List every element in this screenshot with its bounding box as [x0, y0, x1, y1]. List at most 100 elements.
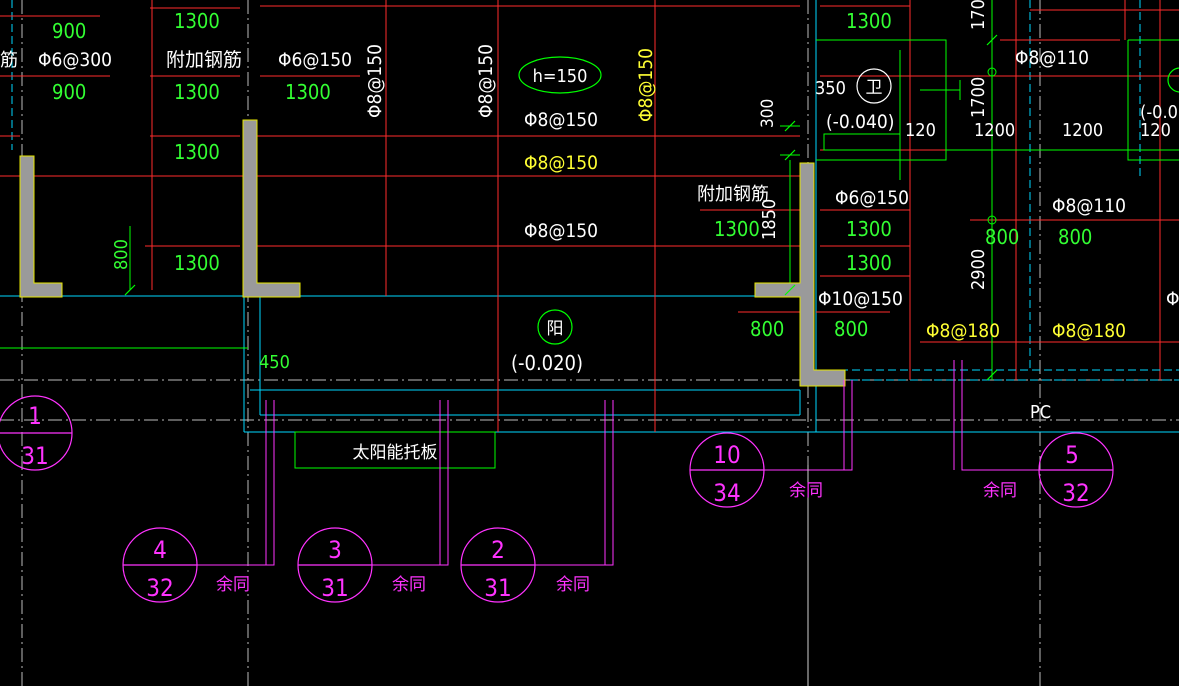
detail-mark-6[interactable]: 5 32: [1038, 432, 1114, 508]
labels: 900 筋 Φ6@300 900 1300 附加钢筋 1300 1300 130…: [0, 0, 1179, 595]
yutong-text: 余同: [789, 481, 823, 501]
dim-tick: [986, 369, 998, 381]
leader-line: [372, 400, 449, 566]
dim-tick: [784, 284, 796, 296]
leader-line: [196, 400, 275, 566]
detail-bottom: 32: [1062, 479, 1089, 507]
rebar-text: Φ8@150: [524, 152, 598, 174]
yutong-text: 余同: [216, 575, 250, 595]
room-symbol-text: 阳: [547, 319, 564, 339]
detail-mark-4[interactable]: 2 31: [460, 527, 536, 603]
dim-text: 1850: [759, 199, 780, 240]
wall-middle: [242, 119, 301, 298]
slab-thickness: h=150: [533, 66, 588, 87]
rebar-text-vertical: Φ8@150: [364, 44, 386, 118]
dim-text: 1300: [174, 140, 220, 164]
rebar-text: Φ8@180: [1052, 320, 1126, 342]
dim-text: 1700: [968, 77, 989, 118]
detail-mark-2[interactable]: 4 32: [122, 527, 198, 603]
pc-label: PC: [1030, 402, 1051, 423]
detail-bottom: 31: [321, 574, 348, 602]
elevation-text: (-0.040): [826, 111, 894, 133]
green-dim-lines: [0, 0, 1179, 469]
detail-bottom: 32: [146, 574, 173, 602]
h150-oval: [518, 56, 602, 94]
dim-tick: [784, 120, 796, 132]
detail-top: 10: [713, 441, 740, 469]
node-markers: [987, 67, 997, 225]
room-symbols: [518, 56, 1179, 345]
dim-text: 1300: [846, 251, 892, 275]
wc-room-outline-2: [1127, 39, 1179, 161]
rebar-text: Φ8@110: [1015, 47, 1089, 69]
rebar-text-vertical: Φ8@150: [635, 48, 657, 122]
dim-text: 800: [985, 225, 1019, 249]
dim-text: 1300: [285, 80, 331, 104]
detail-bottom: 31: [21, 442, 48, 470]
yutong-text: 余同: [983, 481, 1017, 501]
dim-text: 2900: [968, 249, 989, 290]
dim-tick: [784, 149, 796, 161]
detail-mark-3[interactable]: 3 31: [297, 527, 373, 603]
dim-text: 1300: [174, 9, 220, 33]
dim-text: 1300: [174, 251, 220, 275]
dim-text: 800: [1058, 225, 1092, 249]
leader-line: [764, 380, 853, 471]
dim-text: 1300: [846, 217, 892, 241]
dim-text: 1200: [1062, 120, 1103, 141]
dim-text: 1300: [174, 80, 220, 104]
dim-text: 800: [111, 239, 132, 270]
dim-text: 1300: [846, 9, 892, 33]
solar-board-text: 太阳能托板: [353, 443, 438, 463]
yutong-text: 余同: [556, 575, 590, 595]
dim-text: 450: [259, 352, 290, 373]
partial-elevation: (-0.0: [1140, 102, 1178, 123]
elevation-text: (-0.020): [511, 351, 583, 375]
dim-text: 1200: [974, 120, 1015, 141]
fujia-text: 附加钢筋: [166, 49, 242, 71]
dim-text: 900: [52, 80, 86, 104]
dim-text: 120: [1140, 120, 1171, 141]
dim-text: 1700: [968, 0, 989, 30]
node-marker: [987, 215, 997, 225]
walls: [19, 119, 846, 387]
solar-board-box: [294, 431, 496, 469]
rebar-text: Φ8@150: [524, 220, 598, 242]
leader-lines: [196, 360, 1040, 686]
room-symbol-text: 卫: [866, 78, 883, 98]
leader-line: [961, 360, 1040, 471]
rebar-text: Φ8@110: [1052, 195, 1126, 217]
wc-room-outline: [816, 39, 947, 161]
dim-ticks: [124, 34, 998, 381]
dim-text: 120: [905, 120, 936, 141]
wc-fixture: [823, 133, 901, 151]
detail-top: 4: [153, 536, 167, 564]
detail-mark-5[interactable]: 10 34: [689, 432, 765, 508]
wei-circle: [856, 68, 892, 104]
detail-top: 1: [28, 402, 42, 430]
yang-circle: [537, 309, 573, 345]
detail-top: 2: [491, 536, 505, 564]
partial-circle: [1167, 67, 1179, 93]
detail-bottom: 34: [713, 479, 740, 507]
rebar-text: Φ6@150: [835, 187, 909, 209]
wall-left: [19, 155, 63, 298]
detail-marks: 1 31 4 32 3 31 2 31 10 34: [0, 395, 1114, 603]
rebar-text: Φ8@150: [524, 109, 598, 131]
partial-rebar: Φ: [1166, 288, 1179, 310]
node-marker: [987, 67, 997, 77]
rebar-lines: [0, 0, 1179, 432]
wall-right: [754, 162, 846, 387]
rebar-text-vertical: Φ8@150: [475, 44, 497, 118]
dim-tick: [986, 34, 998, 46]
detail-top: 5: [1065, 441, 1079, 469]
yutong-text: 余同: [392, 575, 426, 595]
dim-text: 800: [750, 317, 784, 341]
detail-mark-1[interactable]: 1 31: [0, 395, 73, 471]
detail-bottom: 31: [484, 574, 511, 602]
detail-top: 3: [328, 536, 342, 564]
dim-text: 800: [834, 317, 868, 341]
leader-line: [535, 400, 614, 566]
